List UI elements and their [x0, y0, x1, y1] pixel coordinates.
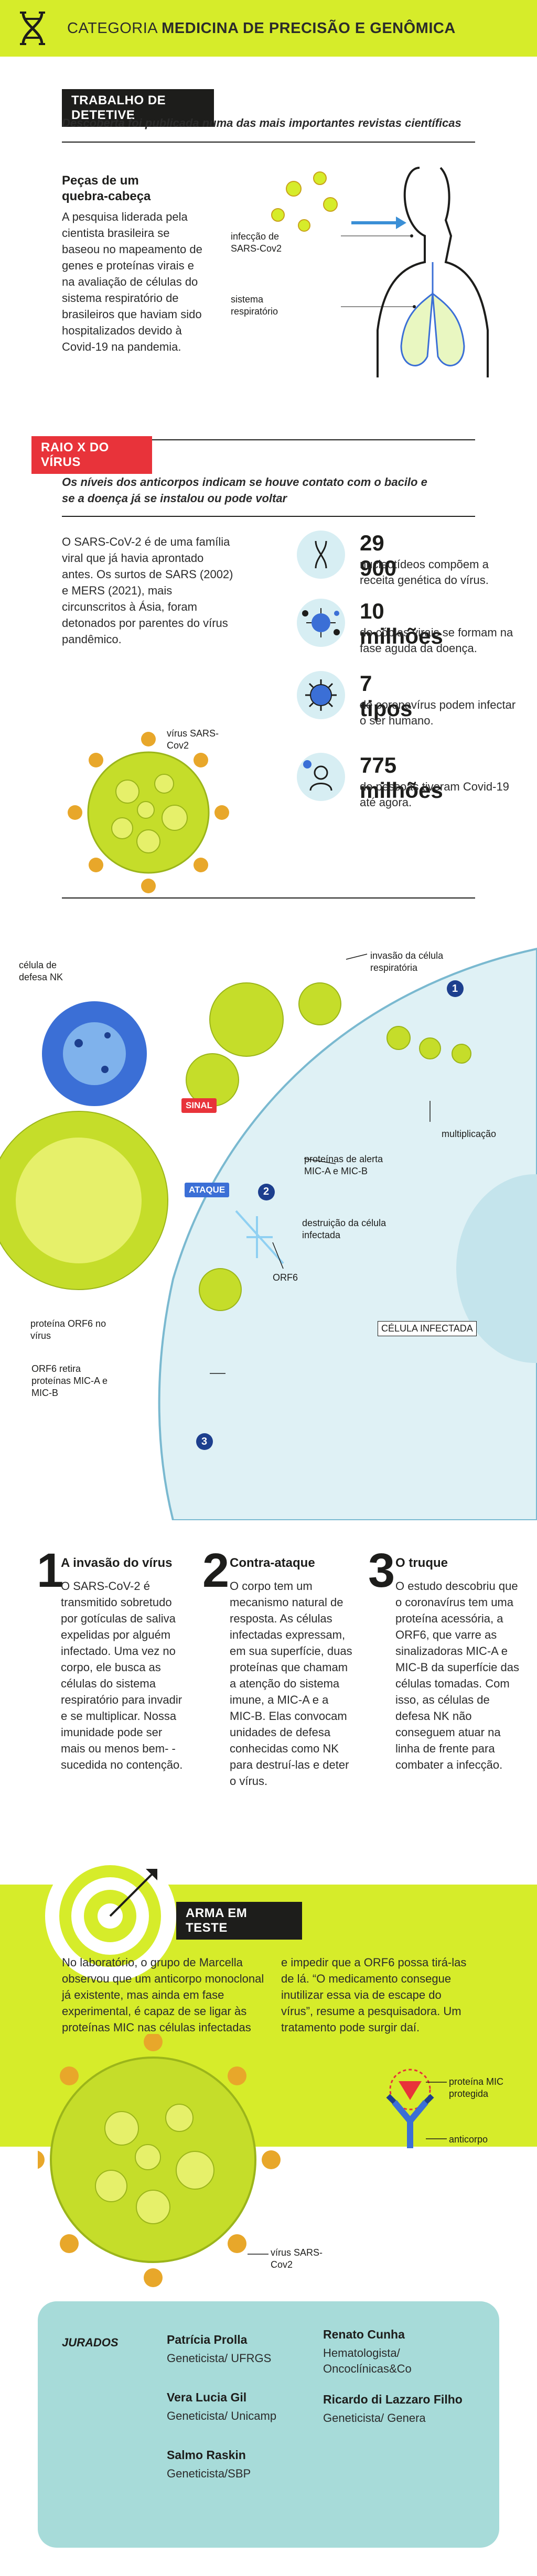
label-protected-mic: proteína MIC protegida: [449, 2076, 504, 2099]
step-number: 3: [368, 1544, 395, 1597]
xray-text: O SARS-CoV-2 é de uma família viral que …: [62, 535, 233, 646]
jury-name: Patrícia Prolla: [167, 2333, 248, 2346]
stat-text: de pessoas tiveram Covid-19 até agora.: [360, 780, 509, 809]
stat-text: de coronavírus podem infectar o ser huma…: [360, 698, 516, 727]
antibody-illustration: [38, 2034, 447, 2287]
step-marker: 3: [201, 1436, 208, 1447]
jury-label: JURADOS: [62, 2336, 119, 2349]
stat-number: 10 milhões: [360, 599, 443, 648]
stat-number: 775 milhões: [360, 753, 443, 803]
step-text: O SARS-CoV-2 é transmitido sobretudo por…: [61, 1579, 183, 1771]
label-orf6-removes: ORF6 retira proteínas MIC-A e MIC-B: [31, 1363, 108, 1398]
category-header: CATEGORIA MEDICINA DE PRECISÃO E GENÔMIC…: [0, 0, 537, 57]
jury-role: Geneticista/ Unicamp: [167, 2409, 277, 2422]
mechanism-diagram: [0, 947, 537, 1520]
label-antibody: anticorpo: [449, 2134, 488, 2145]
step-marker: 2: [263, 1186, 270, 1197]
label-orf6-protein: proteína ORF6 no vírus: [30, 1318, 106, 1341]
label-virus-xray: vírus SARS-Cov2: [167, 728, 219, 751]
label-nk-cell: célula de defesa NK: [19, 960, 63, 982]
respiratory-illustration: [271, 167, 489, 377]
jury-panel: [38, 2301, 499, 2548]
test-text-right: e impedir que a ORF6 possa tirá-las de l…: [281, 1956, 467, 2034]
jury-role: Geneticista/ UFRGS: [167, 2352, 272, 2365]
step-title: O truque: [395, 1556, 448, 1570]
step-number: 1: [37, 1544, 64, 1597]
detective-heading: Peças de um quebra-cabeça: [62, 174, 151, 203]
label-respiratory-system: sistema respiratório: [231, 294, 278, 317]
target-icon: [56, 1862, 164, 1970]
step-text: O estudo descobriu que o coronavírus tem…: [395, 1579, 519, 1771]
detective-subtitle: Descoberta foi publicada numa das mais i…: [62, 116, 461, 129]
steps-section: 1 A invasão do vírus O SARS-CoV-2 é tran…: [37, 1544, 519, 1814]
divider: [62, 142, 475, 143]
label-infected-cell: CÉLULA INFECTADA: [378, 1321, 477, 1336]
detective-text: A pesquisa liderada pela cientista brasi…: [62, 210, 202, 353]
label-invasion: invasão da célula respiratória: [370, 950, 444, 973]
label-alert-proteins: proteínas de alerta MIC-A e MIC-B: [304, 1154, 383, 1176]
test-text-left: No laboratório, o grupo de Marcella obse…: [62, 1956, 264, 2034]
stat-icons: [302, 540, 340, 791]
label-infection: infecção de SARS-Cov2: [231, 231, 282, 254]
stat-text: nucleotídeos compõem a receita genética …: [360, 558, 489, 587]
sars-cov2-virus-illustration: [68, 732, 229, 893]
label-destruction: destruição da célula infectada: [302, 1218, 386, 1240]
category-title: CATEGORIA MEDICINA DE PRECISÃO E GENÔMIC…: [67, 20, 456, 37]
divider: [62, 897, 475, 899]
section-label-detective: TRABALHO DE DETETIVE: [62, 89, 214, 127]
jury-role: Hematologista/ Oncoclínicas&Co: [323, 2346, 412, 2375]
jury-name: Renato Cunha: [323, 2328, 405, 2341]
dna-icon: [20, 12, 45, 45]
jury-name: Vera Lucia Gil: [167, 2390, 247, 2404]
step-marker: 1: [452, 983, 458, 994]
jury-name: Ricardo di Lazzaro Filho: [323, 2393, 463, 2406]
jury-name: Salmo Raskin: [167, 2448, 246, 2462]
step-title: A invasão do vírus: [61, 1556, 173, 1570]
person-virus-icon: [297, 753, 345, 801]
step-number: 2: [202, 1544, 230, 1597]
stat-number: 29 900: [360, 531, 397, 580]
stat-number: 7 tipos: [360, 671, 413, 721]
xray-subtitle: Os níveis dos anticorpos indicam se houv…: [62, 475, 427, 505]
label-orf6: ORF6: [273, 1272, 298, 1283]
section-label-xray: RAIO X DO VÍRUS: [31, 436, 152, 474]
signal-badge: SINAL: [181, 1098, 217, 1113]
step-text: O corpo tem um mecanismo natural de resp…: [230, 1579, 352, 1788]
stat-text: de cópias virais se formam na fase aguda…: [360, 626, 513, 655]
section-label-test: ARMA EM TESTE: [176, 1902, 302, 1940]
attack-badge: ATAQUE: [185, 1183, 230, 1197]
jury-role: Geneticista/SBP: [167, 2467, 251, 2480]
label-multiplication: multiplicação: [442, 1129, 497, 1139]
divider: [62, 516, 475, 517]
jury-role: Geneticista/ Genera: [323, 2411, 426, 2425]
step-title: Contra-ataque: [230, 1556, 315, 1570]
divider: [62, 439, 475, 440]
label-virus-test: vírus SARS-Cov2: [271, 2247, 323, 2270]
